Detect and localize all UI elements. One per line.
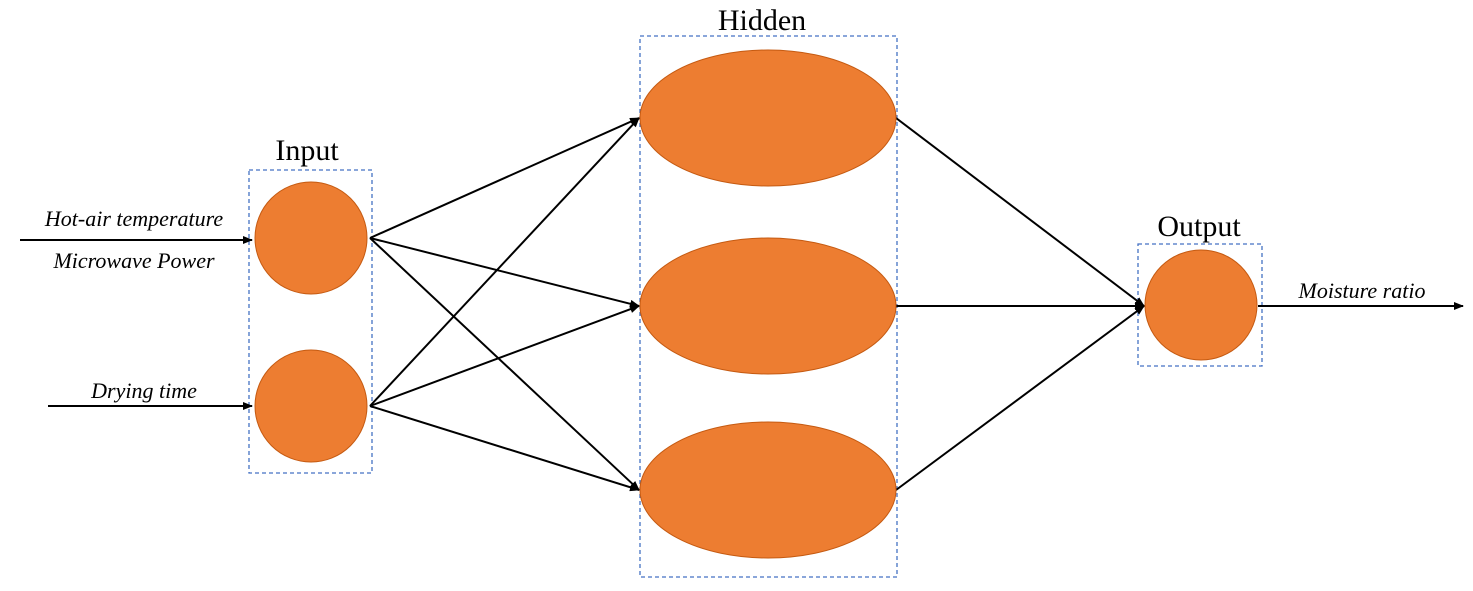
output-node bbox=[1144, 249, 1258, 361]
hidden-node-1 bbox=[639, 49, 897, 187]
output-layer-title: Output bbox=[1157, 210, 1241, 243]
input-label-drying-time: Drying time bbox=[90, 378, 197, 403]
edge-input2-hidden1 bbox=[369, 117, 640, 407]
input-label-microwave-power: Microwave Power bbox=[52, 248, 215, 273]
edge-input1-hidden2 bbox=[369, 237, 640, 308]
input-layer-box bbox=[248, 169, 373, 474]
edge-input2-hidden3 bbox=[369, 405, 640, 492]
input-node-2 bbox=[254, 349, 368, 463]
edge-hidden1-output bbox=[895, 117, 1145, 307]
edge-input1-hidden3 bbox=[369, 237, 640, 491]
hidden-layer-title: Hidden bbox=[718, 4, 806, 37]
edge-input2-hidden2 bbox=[369, 305, 640, 407]
hidden-node-2 bbox=[639, 237, 897, 375]
output-label-moisture-ratio: Moisture ratio bbox=[1298, 278, 1426, 303]
hidden-node-3 bbox=[639, 421, 897, 559]
input-label-hot-air-temperature: Hot-air temperature bbox=[44, 206, 223, 231]
edge-hidden3-output bbox=[895, 305, 1145, 491]
edge-input1-hidden1 bbox=[369, 117, 640, 239]
input-node-1 bbox=[254, 181, 368, 295]
input-layer-title: Input bbox=[275, 134, 339, 167]
